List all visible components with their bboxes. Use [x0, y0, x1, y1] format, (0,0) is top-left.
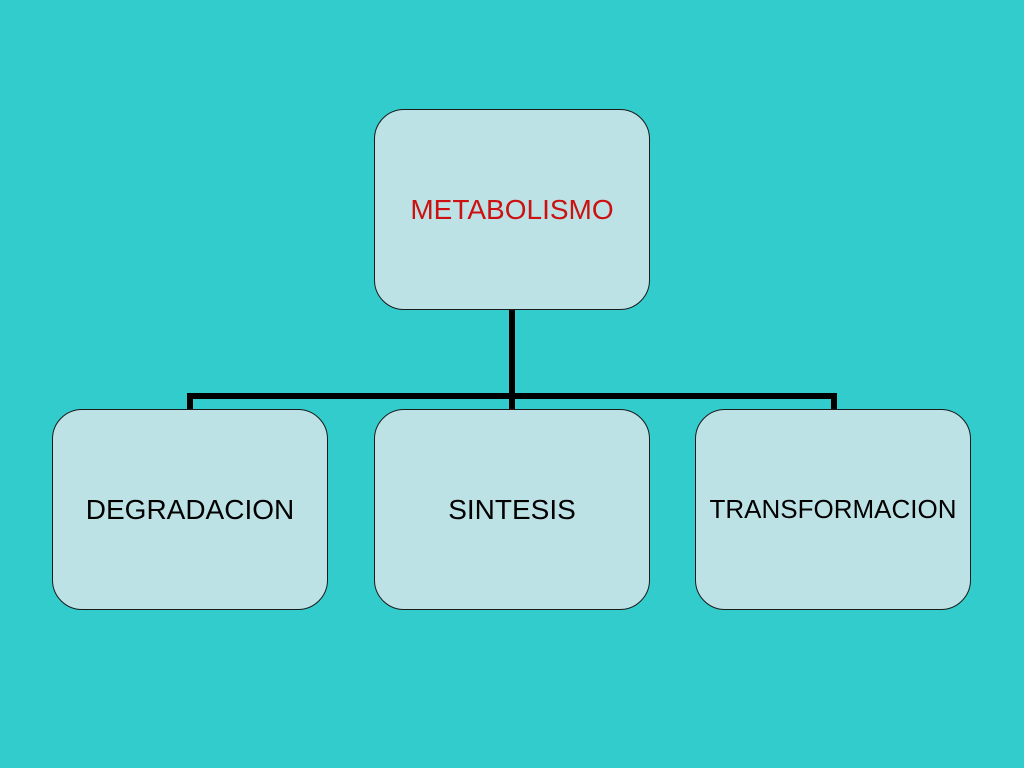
root-node-label: METABOLISMO	[410, 193, 614, 225]
child-node-label: SINTESIS	[448, 493, 576, 525]
child-node-sintesis: SINTESIS	[374, 409, 650, 610]
child-node-label: TRANSFORMACION	[709, 494, 957, 524]
child-node-degradacion: DEGRADACION	[52, 409, 328, 610]
child-node-transformacion: TRANSFORMACION	[695, 409, 971, 610]
root-node-metabolismo: METABOLISMO	[374, 109, 650, 310]
child-node-label: DEGRADACION	[85, 493, 295, 525]
